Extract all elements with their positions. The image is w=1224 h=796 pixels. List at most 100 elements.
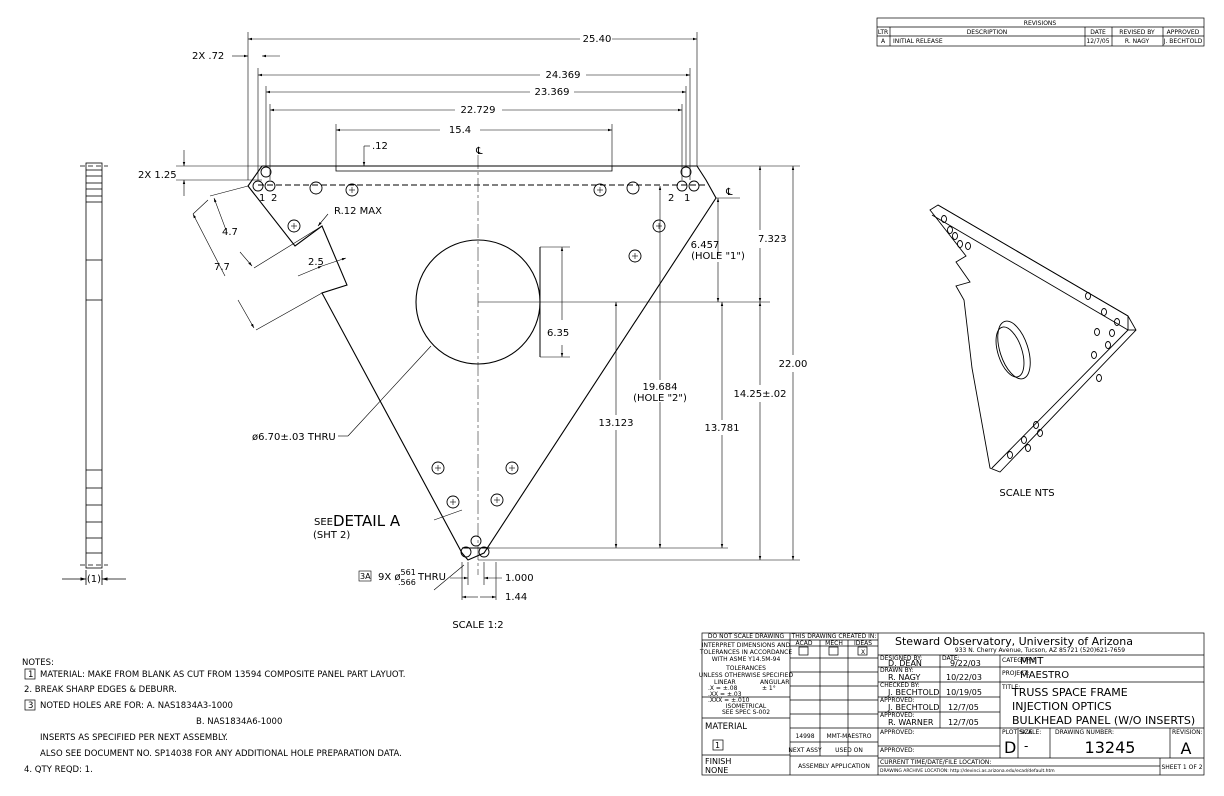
tb-category: MMT <box>1020 656 1044 667</box>
note-3d: ALSO SEE DOCUMENT NO. SP14038 FOR ANY AD… <box>40 749 402 759</box>
callout-9x-dia: 9X ø <box>378 572 401 583</box>
dim-24-369: 24.369 <box>546 70 581 81</box>
callout-thru: THRU <box>417 572 446 583</box>
note-3c: INSERTS AS SPECIFIED PER NEXT ASSEMBLY. <box>40 733 228 743</box>
tb-approved1-date: 12/7/05 <box>948 703 979 712</box>
rev-row-revisedby: R. NAGY <box>1125 38 1150 45</box>
tb-ideas-mark: X <box>861 649 865 656</box>
dim-6-35: 6.35 <box>547 328 569 339</box>
notes-flags <box>24 668 36 711</box>
dim-12: .12 <box>372 141 388 152</box>
tb-dwgno-label: DRAWING NUMBER: <box>1055 729 1114 736</box>
tb-nextassy: NEXT ASSY <box>788 747 822 754</box>
tb-linear: LINEAR <box>714 679 736 686</box>
tb-rev: A <box>1181 739 1192 758</box>
flag-3a: 3A <box>360 572 371 581</box>
tb-archloc: DRAWING ARCHIVE LOCATION: http://devinci… <box>880 768 1055 774</box>
tb-approved2: R. WARNER <box>888 718 934 727</box>
tb-scale: - <box>1024 739 1028 753</box>
tb-assyapp: ASSEMBLY APPLICATION <box>798 763 870 770</box>
tb-tol-angular: ± 1° <box>762 685 776 692</box>
revisions-table <box>876 17 1205 47</box>
dim-25-40: 25.40 <box>583 34 612 45</box>
dim-2x-125: 2X 1.25 <box>138 170 177 181</box>
dim-19-684: 19.684 <box>643 382 678 393</box>
hole-label-2-right: 2 <box>668 193 674 204</box>
rev-row-desc: INITIAL RELEASE <box>893 38 943 45</box>
dim-1-000: 1.000 <box>505 573 534 584</box>
tb-title-label: TITLE: <box>1001 684 1020 691</box>
tb-partproj: MMT-MAESTRO <box>826 733 871 740</box>
dim-23-369: 23.369 <box>535 87 570 98</box>
dim-14-25: 14.25±.02 <box>734 389 787 400</box>
scale-main: SCALE 1:2 <box>452 620 503 631</box>
rev-header-date: DATE <box>1090 29 1106 36</box>
dim-hole-2-label: (HOLE "2") <box>633 393 687 404</box>
tb-date-label: DATE: <box>942 655 960 662</box>
tb-approved1-label: APPROVED: <box>880 697 915 704</box>
tb-partno: 14998 <box>795 733 814 740</box>
tb-project-label: PROJECT: <box>1002 670 1029 677</box>
note-1: MATERIAL: MAKE FROM BLANK AS CUT FROM 13… <box>40 670 406 680</box>
note-2: 2. BREAK SHARP EDGES & DEBURR. <box>24 685 177 695</box>
note-4: 4. QTY REQD: 1. <box>24 765 93 775</box>
rev-row-date: 12/7/05 <box>1086 38 1109 45</box>
dim-1-44: 1.44 <box>505 592 527 603</box>
title-block-grid <box>701 632 1205 776</box>
tb-created: THIS DRAWING CREATED IN: <box>791 633 877 640</box>
hole-label-1-right: 1 <box>684 193 690 204</box>
tb-unless: UNLESS OTHERWISE SPECIFIED <box>699 672 794 679</box>
tb-tol-1: .X = ±.08 <box>708 685 738 692</box>
callout-see: SEE <box>314 517 333 528</box>
hole-crosses <box>291 187 662 505</box>
notes-header: NOTES: <box>22 658 54 668</box>
tb-material: MATERIAL <box>705 722 747 732</box>
tb-mech: MECH <box>825 640 843 647</box>
tb-org: Steward Observatory, University of Arizo… <box>895 635 1133 648</box>
tb-tolerances: TOLERANCES <box>725 665 766 672</box>
tb-interpret-3: WITH ASME Y14.5M-94 <box>712 656 781 663</box>
note3-flag: 3 <box>28 701 33 711</box>
tb-title-2: INJECTION OPTICS <box>1012 700 1112 713</box>
tb-plotsize: D <box>1004 738 1016 757</box>
tb-project: MAESTRO <box>1020 670 1069 681</box>
arm-dimension-lines <box>192 185 347 331</box>
tb-address: 933 N. Cherry Avenue, Tucson, AZ 85721 (… <box>955 647 1125 654</box>
callout-dia-top: .561 <box>398 568 416 577</box>
note1-flag: 1 <box>28 670 33 680</box>
dim-2-5: 2.5 <box>308 257 324 268</box>
tb-tol-2: .XX = ±.03 <box>708 691 742 698</box>
callout-sht2: (SHT 2) <box>313 530 350 541</box>
dim-15-4: 15.4 <box>449 125 471 136</box>
tb-approved3-label: APPROVED: <box>880 729 915 736</box>
tb-title-3: BULKHEAD PANEL (W/O INSERTS) <box>1012 714 1195 727</box>
tb-drawn: R. NAGY <box>888 673 920 682</box>
tb-angular: ANGULAR <box>760 679 789 686</box>
tb-sheet: SHEET 1 OF 2 <box>1161 764 1202 771</box>
callout-dia-670: ø6.70±.03 THRU <box>252 432 336 443</box>
scale-iso: SCALE NTS <box>999 488 1054 499</box>
hole-label-1-left: 1 <box>259 193 265 204</box>
tb-noscale: DO NOT SCALE DRAWING <box>708 633 785 640</box>
note-3b: B. NAS1834A6-1000 <box>196 717 282 727</box>
rev-header-ltr: LTR <box>878 29 888 36</box>
tb-designed-date: 9/22/03 <box>950 659 981 668</box>
tb-designed: D. DEAN <box>888 659 922 668</box>
tb-checked: J. BECHTOLD <box>887 688 939 697</box>
dim-13-123: 13.123 <box>599 418 634 429</box>
tb-approved2-label: APPROVED: <box>880 712 915 719</box>
tb-checked-date: 10/19/05 <box>946 688 982 697</box>
thickness-dim: (1) <box>87 574 101 585</box>
tb-checked-label: CHECKED BY: <box>880 682 920 689</box>
dim-13-781: 13.781 <box>705 423 740 434</box>
rev-header-approved: APPROVED <box>1167 29 1200 36</box>
tb-approved4-label: APPROVED: <box>880 747 915 754</box>
dim-r12-max: R.12 MAX <box>334 206 382 217</box>
rev-row-ltr: A <box>881 38 886 45</box>
tb-acad: ACAD <box>796 640 813 647</box>
tb-scale-label: SCALE: <box>1020 729 1041 736</box>
tb-plotsize-label: PLOT SIZE <box>1002 729 1033 736</box>
dim-22-729: 22.729 <box>461 105 496 116</box>
tb-tol-3: .XXX = ±.010 <box>708 697 750 704</box>
